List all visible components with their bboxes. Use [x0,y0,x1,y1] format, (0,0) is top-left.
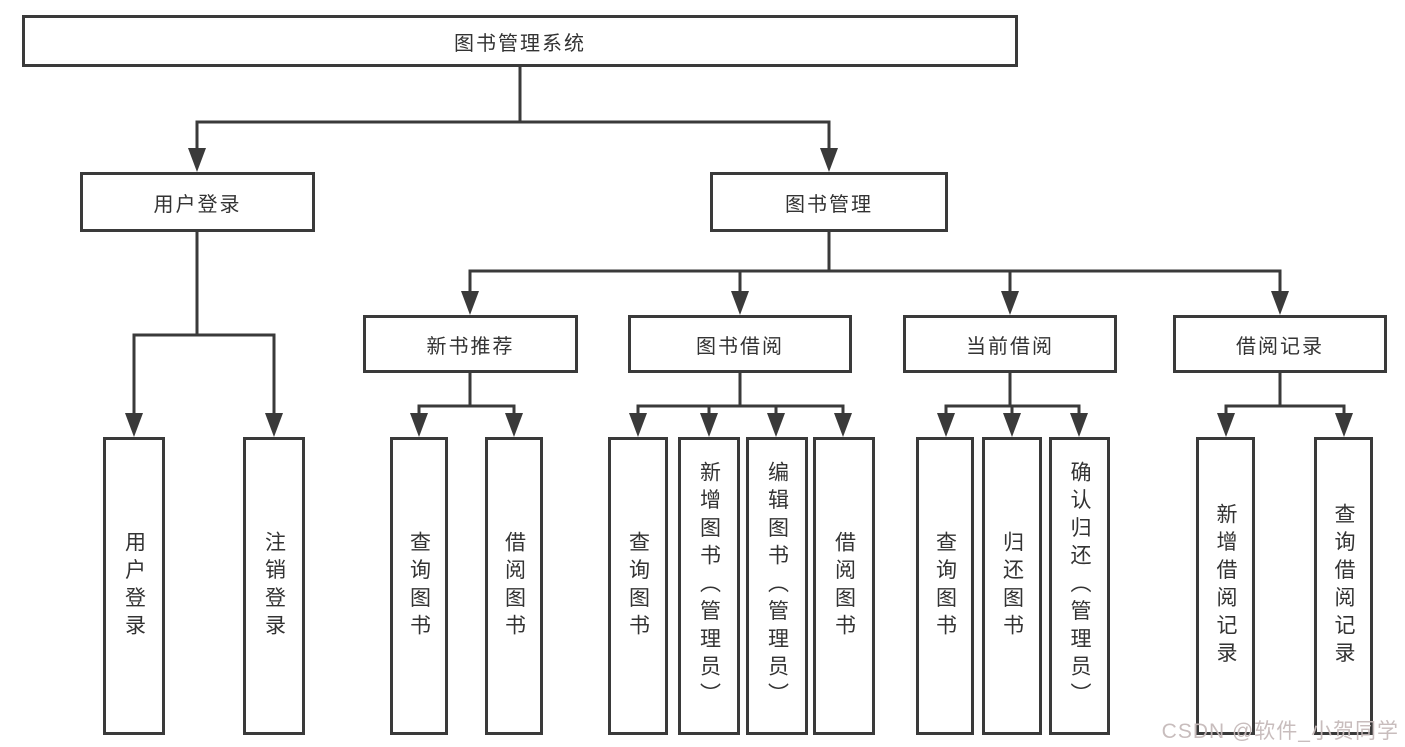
node-user-login-label: 用户登录 [153,193,242,216]
node-book-management-label: 图书管理 [785,193,873,216]
leaf-borrow-add-book-label: 新增图书（管理员） [697,461,721,711]
leaf-logout-label: 注销登录 [262,530,286,642]
leaf-record-query: 查询借阅记录 [1314,437,1373,735]
leaf-borrow-borrow-book: 借阅图书 [813,437,875,735]
leaf-recommend-query-book: 查询图书 [390,437,448,735]
node-new-book-recommend: 新书推荐 [363,315,578,373]
node-book-management: 图书管理 [710,172,948,232]
leaf-current-query-book-label: 查询图书 [933,530,957,642]
node-book-borrow-label: 图书借阅 [696,335,784,358]
leaf-borrow-edit-book-label: 编辑图书（管理员） [765,461,789,711]
leaf-record-query-label: 查询借阅记录 [1332,502,1355,670]
node-borrow-record-label: 借阅记录 [1236,335,1324,358]
node-borrow-record: 借阅记录 [1173,315,1387,373]
leaf-current-query-book: 查询图书 [916,437,974,735]
node-root-system: 图书管理系统 [22,15,1018,67]
leaf-user-login-label: 用户登录 [122,530,146,642]
node-user-login: 用户登录 [80,172,315,232]
leaf-record-add: 新增借阅记录 [1196,437,1255,735]
leaf-current-confirm-return: 确认归还（管理员） [1049,437,1110,735]
leaf-recommend-query-book-label: 查询图书 [407,530,431,642]
leaf-borrow-borrow-book-label: 借阅图书 [832,530,856,642]
node-new-book-recommend-label: 新书推荐 [426,335,515,358]
leaf-current-confirm-return-label: 确认归还（管理员） [1068,461,1091,711]
leaf-user-login: 用户登录 [103,437,165,735]
leaf-record-add-label: 新增借阅记录 [1214,502,1237,670]
leaf-logout: 注销登录 [243,437,305,735]
leaf-current-return-book: 归还图书 [982,437,1042,735]
leaf-borrow-query-book-label: 查询图书 [626,530,650,642]
node-book-borrow: 图书借阅 [628,315,852,373]
node-current-borrow: 当前借阅 [903,315,1117,373]
leaf-borrow-add-book: 新增图书（管理员） [678,437,740,735]
node-current-borrow-label: 当前借阅 [966,335,1054,358]
leaf-borrow-edit-book: 编辑图书（管理员） [746,437,808,735]
leaf-recommend-borrow-book-label: 借阅图书 [502,530,526,642]
leaf-current-return-book-label: 归还图书 [1000,530,1024,642]
csdn-watermark: CSDN @软件_小贺同学 [1161,720,1399,743]
leaf-recommend-borrow-book: 借阅图书 [485,437,543,735]
node-root-label: 图书管理系统 [454,32,586,55]
leaf-borrow-query-book: 查询图书 [608,437,668,735]
